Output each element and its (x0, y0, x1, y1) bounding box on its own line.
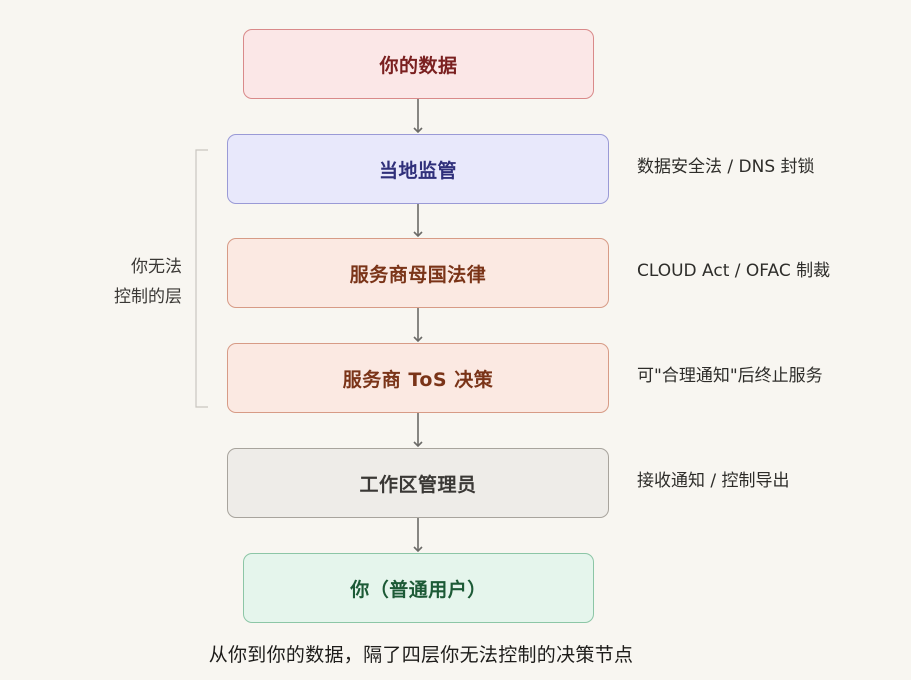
node-provider-tos: 服务商 ToS 决策 (227, 343, 609, 413)
node-your-data: 你的数据 (243, 29, 594, 99)
node-provider-home-law: 服务商母国法律 (227, 238, 609, 308)
node-your-data-label: 你的数据 (379, 54, 458, 77)
node-end-user-label: 你（普通用户） (350, 578, 487, 601)
note-workspace-admin: 接收通知 / 控制导出 (637, 471, 790, 491)
node-workspace-admin-label: 工作区管理员 (359, 473, 477, 496)
node-provider-tos-label: 服务商 ToS 决策 (342, 368, 494, 391)
node-local-regulation: 当地监管 (227, 134, 609, 204)
note-provider-tos: 可"合理通知"后终止服务 (637, 366, 823, 386)
note-provider-home-law: CLOUD Act / OFAC 制裁 (637, 261, 831, 281)
note-local-regulation: 数据安全法 / DNS 封锁 (637, 157, 815, 177)
node-workspace-admin: 工作区管理员 (227, 448, 609, 518)
diagram-caption: 从你到你的数据，隔了四层你无法控制的决策节点 (208, 644, 634, 666)
uncontrolled-layers-bracket (195, 149, 208, 408)
bracket-label-line-1: 你无法 (131, 257, 182, 277)
node-local-regulation-label: 当地监管 (378, 159, 457, 182)
node-provider-home-law-label: 服务商母国法律 (349, 263, 487, 286)
bracket-label: 你无法 控制的层 (92, 252, 182, 312)
node-end-user: 你（普通用户） (243, 553, 594, 623)
bracket-label-line-2: 控制的层 (114, 287, 182, 307)
